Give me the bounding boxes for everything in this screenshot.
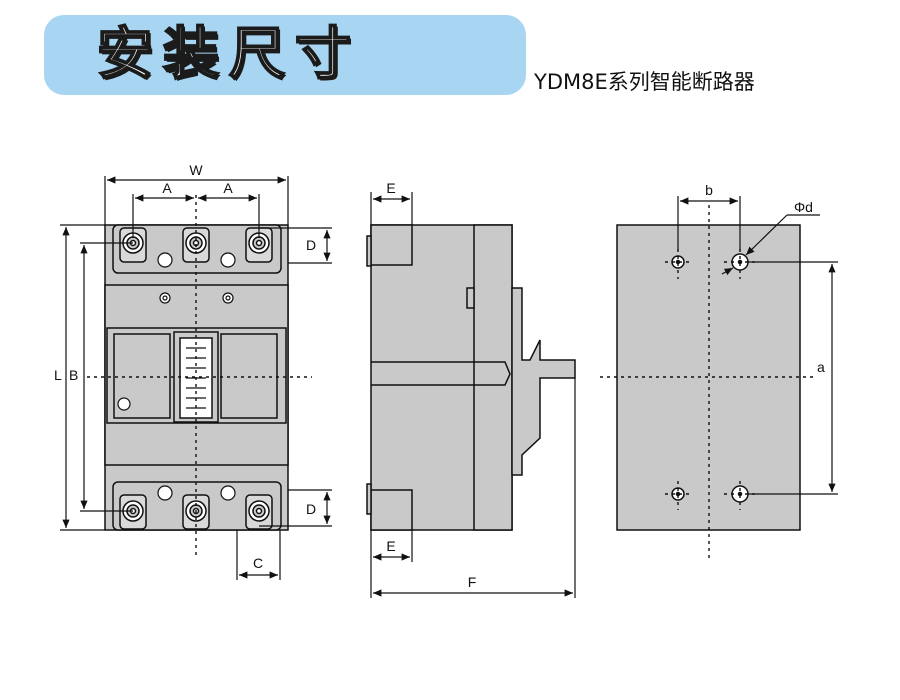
dim-label-c: C (253, 555, 263, 571)
dim-label-a-spacing: a (817, 359, 825, 375)
front-view-dimensions (60, 176, 332, 580)
dim-label-b-spacing: b (705, 182, 713, 198)
dim-label-phi-d: Φd (794, 199, 813, 215)
dim-label-a-right: A (223, 180, 233, 196)
front-view-centerlines (87, 195, 312, 555)
dim-label-a-left: A (162, 180, 172, 196)
dim-label-f: F (468, 574, 477, 590)
dim-label-w: W (189, 162, 203, 178)
dim-label-e-top: E (386, 180, 395, 196)
title-banner: 安装尺寸 (44, 15, 526, 95)
bottom-terminals (119, 494, 273, 530)
dim-label-e-bottom: E (386, 538, 395, 554)
mounting-view-centerlines (600, 205, 815, 560)
dim-label-d-top: D (306, 237, 316, 253)
page-title: 安装尺寸 (96, 21, 361, 88)
mounting-view-dimensions (677, 196, 838, 495)
product-subtitle: YDM8E系列智能断路器 (534, 70, 755, 94)
side-view-dimensions (370, 192, 576, 598)
dim-label-l: L (54, 367, 62, 383)
dim-label-b: B (69, 367, 78, 383)
side-view (366, 224, 576, 531)
dim-label-d-bottom: D (306, 501, 316, 517)
